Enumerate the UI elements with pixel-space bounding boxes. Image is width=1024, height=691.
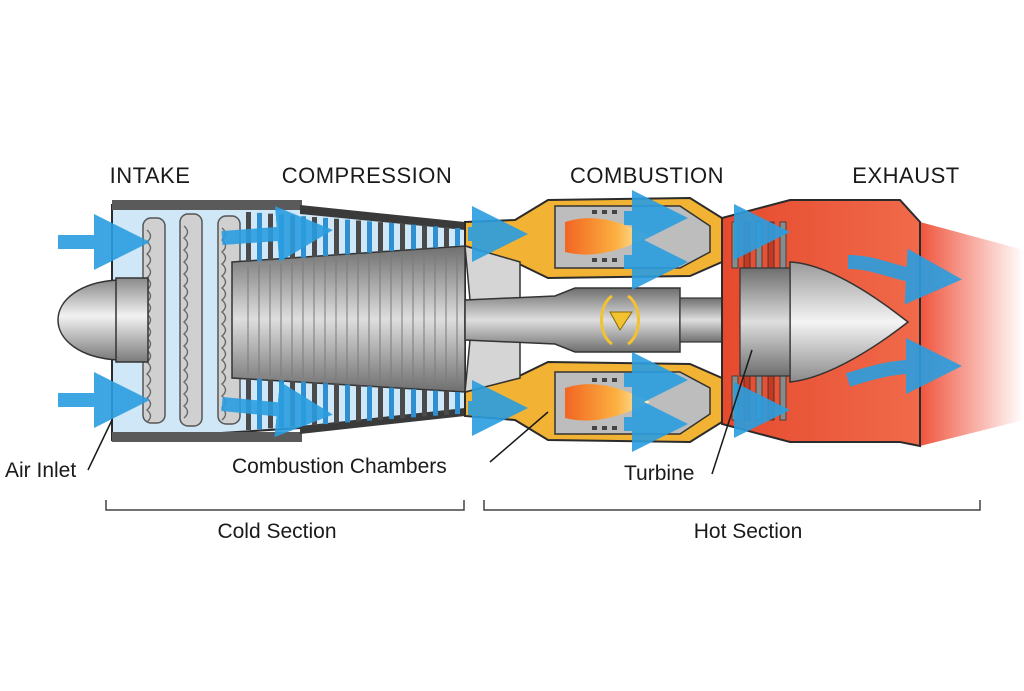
compressor-blade: [345, 219, 350, 255]
compressor-blade: [356, 385, 361, 422]
hot-section-bracket: [483, 500, 981, 511]
compressor-blade: [433, 226, 438, 248]
leader-line-turbine: [711, 349, 753, 475]
part-label-combustion-chambers: Combustion Chambers: [232, 455, 447, 478]
compressor-blade: [334, 383, 339, 424]
turbine-blade: [779, 375, 787, 421]
compressor-blade: [400, 388, 405, 419]
part-label-air-inlet: Air Inlet: [5, 459, 76, 482]
compressor-blade: [356, 220, 361, 254]
airflow-arrow: [847, 248, 962, 305]
airflow-arrow: [221, 381, 333, 438]
flame-bottom: [565, 384, 650, 421]
rotation-arrow: [600, 294, 640, 346]
compressor-blade: [422, 389, 427, 417]
rotation-arrow-head: [609, 311, 633, 331]
leader-lines: [87, 349, 753, 475]
compressor-blade: [367, 221, 372, 253]
stage-label-intake: INTAKE: [110, 163, 191, 188]
turbine-blade: [767, 221, 775, 269]
compressor-blade: [433, 390, 438, 416]
compressor-blade: [444, 227, 449, 247]
exhaust-cone: [789, 261, 910, 383]
compressor-blade: [378, 386, 383, 420]
combustor-liner-holes: [592, 210, 617, 430]
compressor-blade: [312, 217, 317, 257]
compressor-outer-top: [300, 205, 465, 230]
compressor-blade: [334, 218, 339, 256]
airflow-arrow: [221, 206, 333, 262]
flame-top: [565, 218, 650, 255]
airflow-arrow: [845, 338, 962, 395]
cold-section-bracket: [105, 500, 465, 511]
compressor-blade: [323, 217, 328, 257]
compressor-blade: [455, 228, 460, 246]
leader-line-air-inlet: [87, 419, 113, 471]
compressor-blade: [444, 391, 449, 415]
intake-lip-top: [112, 200, 302, 210]
compressor-blade: [411, 224, 416, 250]
exhaust-plume: [920, 222, 1024, 446]
spinner-hub: [115, 277, 149, 363]
compressor-blade: [367, 386, 372, 421]
compressor-blade: [345, 384, 350, 423]
airflow-arrows: [58, 190, 962, 452]
section-label-cold: Cold Section: [217, 520, 336, 543]
stage-label-compression: COMPRESSION: [282, 163, 453, 188]
turbine-disk: [739, 267, 791, 377]
section-label-hot: Hot Section: [694, 520, 803, 543]
compressor-blade: [378, 222, 383, 252]
compressor-blade: [323, 383, 328, 425]
compressor-blade: [400, 223, 405, 251]
turbine-blade: [767, 375, 775, 421]
leader-line-combustion-chambers: [489, 411, 549, 463]
part-label-turbine: Turbine: [624, 462, 694, 485]
stage-label-combustion: COMBUSTION: [570, 163, 724, 188]
compressor-blade: [301, 381, 306, 426]
compressor-blade: [411, 389, 416, 418]
compressor-blade: [455, 392, 460, 414]
turbine-blade: [779, 221, 787, 269]
compressor-blade: [389, 387, 394, 420]
fan-blades: [142, 213, 241, 427]
compressor-drum: [231, 245, 466, 393]
compressor-blade: [312, 382, 317, 425]
nose-spinner: [57, 279, 119, 361]
compressor-blade: [422, 225, 427, 249]
stage-label-exhaust: EXHAUST: [852, 163, 959, 188]
compressor-blade: [389, 222, 394, 252]
intake-lip-bottom: [112, 432, 302, 442]
